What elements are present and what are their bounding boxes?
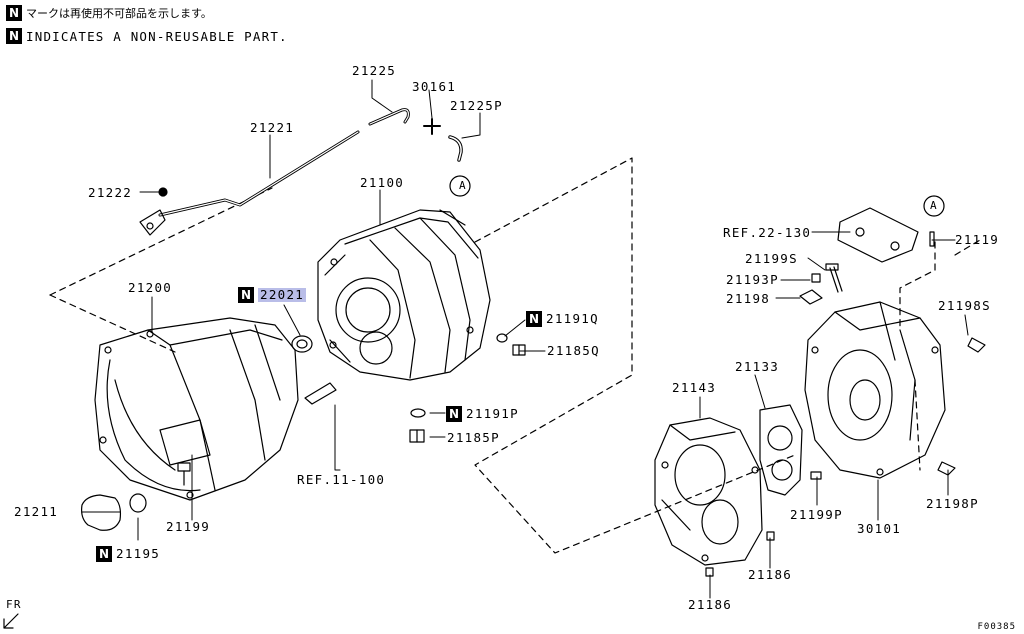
label-21191Q-text: 21191Q: [546, 311, 599, 326]
label-21200: 21200: [128, 280, 173, 295]
label-21133: 21133: [735, 359, 780, 374]
extension-housing-21100: [317, 209, 491, 381]
bolt-21199S: [825, 263, 843, 293]
callout-a-label: A: [459, 179, 466, 192]
adapter-plate-21143: [654, 417, 763, 566]
label-22021-text: 22021: [258, 287, 307, 302]
label-21198P: 21198P: [926, 496, 979, 511]
label-30161: 30161: [412, 79, 457, 94]
breather-hose-21225: [368, 108, 410, 126]
label-21221: 21221: [250, 120, 295, 135]
callout-a-label: A: [930, 199, 937, 212]
label-21186: 21186: [748, 567, 793, 582]
note-en-text: INDICATES A NON-REUSABLE PART.: [26, 28, 288, 44]
label-21198S: 21198S: [938, 298, 991, 313]
non-reusable-mark: N: [526, 311, 542, 327]
front-label: FR: [6, 598, 22, 611]
non-reusable-mark: N: [446, 406, 462, 422]
bolt-21193P: [811, 273, 821, 283]
note-en: N INDICATES A NON-REUSABLE PART.: [6, 28, 288, 44]
label-ref-22-130: REF.22-130: [723, 225, 812, 240]
vent-tee-30161: [423, 118, 441, 135]
non-reusable-mark: N: [238, 287, 254, 303]
label-21199S: 21199S: [745, 251, 798, 266]
front-arrow-icon: [3, 613, 19, 629]
cover-21211: [81, 494, 122, 531]
vent-pipe-21221: [139, 130, 360, 236]
label-21185P: 21185P: [447, 430, 500, 445]
label-21193P: 21193P: [726, 272, 779, 287]
clutch-housing-21200: [94, 317, 299, 501]
gasket-21191Q: [496, 333, 508, 343]
oil-seal-22021: [291, 335, 313, 353]
label-21199: 21199: [166, 519, 211, 534]
label-21211: 21211: [14, 504, 59, 519]
label-21186: 21186: [688, 597, 733, 612]
bracket-21198S: [967, 337, 986, 353]
callout-circle-a: [449, 175, 471, 197]
label-21199P: 21199P: [790, 507, 843, 522]
label-21225P: 21225P: [450, 98, 503, 113]
bracket-21198P: [937, 461, 956, 476]
plug-21195: [129, 493, 147, 513]
label-21191P: N 21191P: [446, 406, 519, 422]
plug-21185P: [409, 429, 425, 443]
bracket-21198: [799, 289, 823, 305]
pin-21119: [929, 231, 935, 247]
ref-11-100-part: [304, 382, 337, 405]
bolt-21199: [177, 462, 191, 486]
label-21191P-text: 21191P: [466, 406, 519, 421]
leader-lines: [81, 79, 969, 599]
label-21195: N 21195: [96, 546, 160, 562]
non-reusable-mark: N: [96, 546, 112, 562]
transfer-case-30101: [804, 301, 946, 479]
dashed-boundary-right: [899, 239, 981, 471]
label-21143: 21143: [672, 380, 717, 395]
label-30101: 30101: [857, 521, 902, 536]
figure-code: F00385: [977, 622, 1016, 632]
label-21195-text: 21195: [116, 546, 161, 561]
callout-circle-a: [923, 195, 945, 217]
label-21191Q: N 21191Q: [526, 311, 599, 327]
dowel-pin-21186: [766, 531, 775, 541]
label-ref-11-100: REF.11-100: [297, 472, 386, 487]
label-21225: 21225: [352, 63, 397, 78]
note-jp-text: マークは再使用不可部品を示します。: [26, 7, 212, 20]
non-reusable-mark: N: [6, 5, 22, 21]
label-21198: 21198: [726, 291, 771, 306]
label-22021: N 22021: [238, 287, 307, 303]
hose-21225P: [448, 135, 463, 162]
label-21185Q: 21185Q: [547, 343, 600, 358]
gasket-21191P: [410, 408, 426, 418]
plug-21185Q: [512, 344, 526, 356]
gasket-21133: [759, 404, 803, 496]
note-jp: N マークは再使用不可部品を示します。: [6, 5, 212, 21]
label-21222: 21222: [88, 185, 133, 200]
dashed-boundary-left: [49, 157, 796, 554]
ref-22-130-plate: [837, 207, 919, 263]
non-reusable-mark: N: [6, 28, 22, 44]
label-21119: 21119: [955, 232, 1000, 247]
dowel-pin-21186: [705, 567, 714, 577]
label-21100: 21100: [360, 175, 405, 190]
bolt-21199P: [810, 471, 822, 480]
clip-21222: [158, 187, 168, 197]
